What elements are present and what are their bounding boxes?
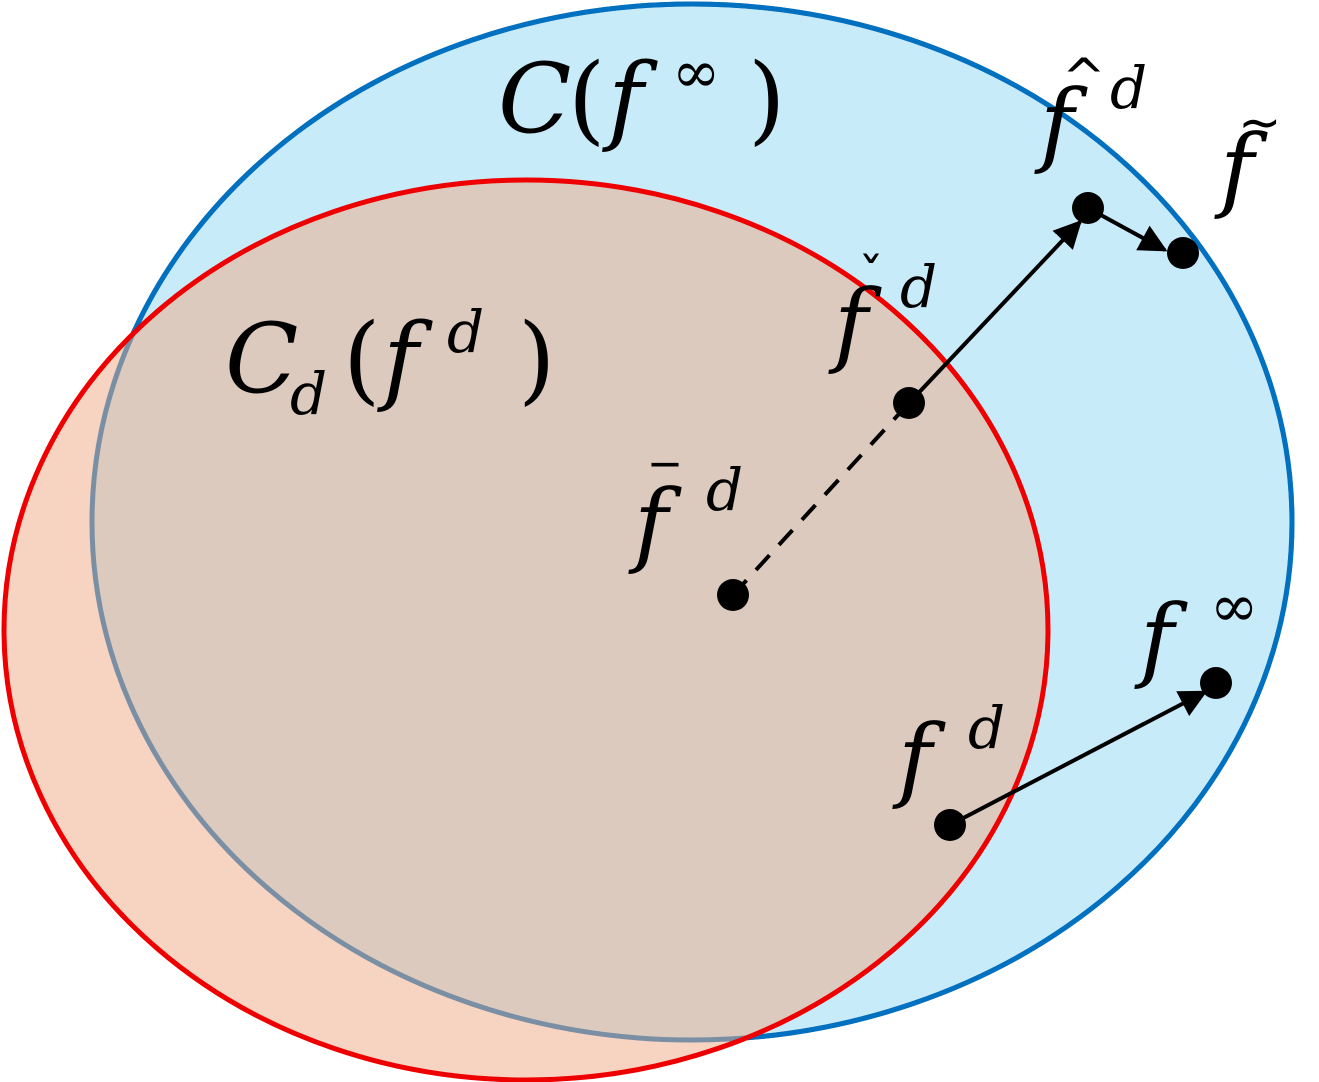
svg-text:d: d	[1110, 54, 1147, 122]
svg-text:∞: ∞	[1210, 572, 1258, 640]
arrow-fd-to-finf	[949, 690, 1208, 827]
svg-text:C: C	[498, 43, 571, 155]
svg-text:d: d	[447, 298, 484, 366]
svg-text:(: (	[568, 43, 605, 155]
point-f-hat-d	[1072, 192, 1104, 224]
arrow-check-to-hat	[907, 219, 1082, 405]
inner-set-boundary	[1, 177, 1051, 1082]
svg-text:~: ~	[1238, 93, 1282, 153]
svg-text:ˇ: ˇ	[858, 248, 884, 308]
svg-text:d: d	[900, 253, 937, 321]
point-f-tilde	[1167, 237, 1199, 269]
svg-text:d: d	[290, 360, 327, 428]
svg-text:d: d	[706, 456, 743, 524]
point-f-inf	[1200, 667, 1232, 699]
svg-text:C: C	[225, 303, 298, 415]
svg-text:‾: ‾	[651, 455, 679, 515]
overlap-region	[92, 180, 1048, 1040]
svg-text:(: (	[343, 303, 380, 415]
point-f-check-d	[893, 387, 925, 419]
svg-text:d: d	[968, 694, 1005, 762]
svg-text:∞: ∞	[672, 38, 720, 106]
dashed-connector	[731, 401, 911, 597]
label-f-tilde: f ~	[1214, 93, 1282, 222]
point-f-bar-d	[717, 579, 749, 611]
svg-text:): )	[518, 303, 555, 415]
point-f-d	[934, 809, 966, 841]
svg-text:): )	[748, 43, 785, 155]
svg-text:^: ^	[1062, 48, 1106, 108]
outer-set-label: C ( f ∞ )	[498, 38, 785, 155]
